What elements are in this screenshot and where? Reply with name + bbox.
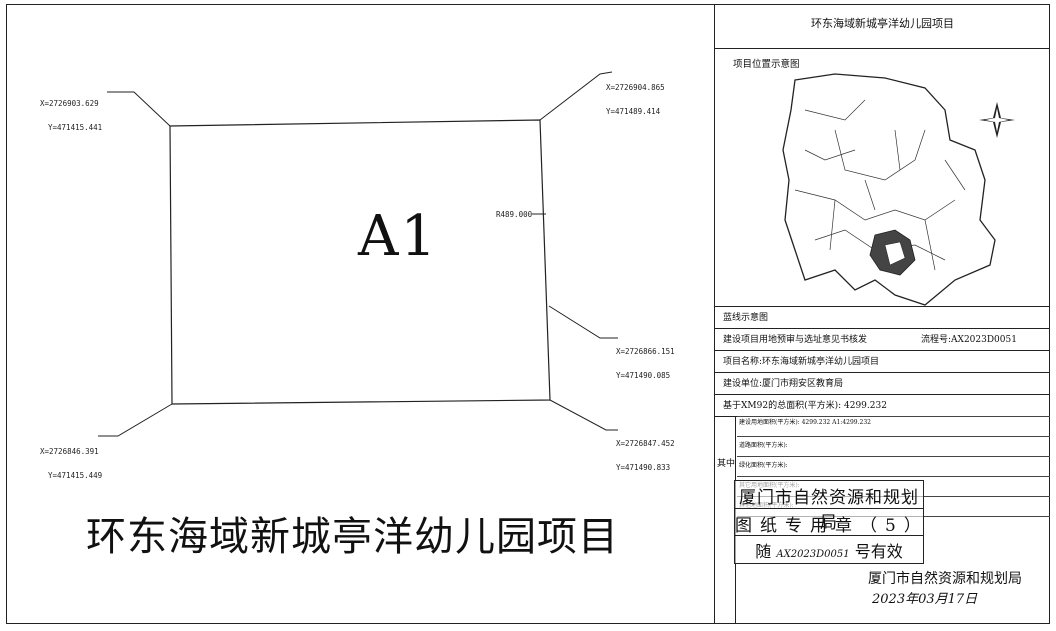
project-name-row: 项目名称:环东海域新城亭洋幼儿园项目 — [715, 350, 1050, 372]
official-stamp: 厦门市自然资源和规划局 图纸专用章（5） 随 AX2023D0051 号有效 — [734, 480, 924, 564]
sub-row-construction: 建设用地面积(平方米): 4299.232 A1:4299.232 — [737, 416, 1050, 436]
permit-row: 建设项目用地预审与选址意见书核发 流程号:AX2023D0051 — [715, 328, 1050, 350]
sub-row-road: 道路面积(平方米): — [737, 436, 1050, 456]
drawing-sheet — [6, 4, 1050, 624]
leader-line — [98, 403, 173, 437]
north-arrow-icon — [979, 102, 1015, 138]
coord-se: X=2726847.452 Y=471490.833 — [616, 439, 675, 472]
panel-title: 环东海域新城亭洋幼儿园项目 — [715, 4, 1050, 49]
project-title: 环东海域新城亭洋幼儿园项目 — [86, 514, 619, 560]
coord-sw: X=2726846.391 Y=471415.449 — [40, 447, 103, 480]
sub-row-green: 绿化面积(平方米): — [737, 456, 1050, 476]
area-row: 基于XM92的总面积(平方米): 4299.232 — [715, 394, 1050, 416]
issuing-authority: 厦门市自然资源和规划局 — [868, 571, 1022, 587]
site-plan: X=2726903.629 Y=471415.441 X=2726904.865… — [6, 4, 714, 624]
location-map — [782, 73, 996, 306]
leader-line — [107, 91, 171, 127]
issue-date: 2023年03月17日 — [872, 592, 978, 607]
permit-type: 建设项目用地预审与选址意见书核发 — [723, 335, 868, 345]
stamp-authority: 厦门市自然资源和规划局 — [739, 488, 919, 533]
qizhong-cell: 其中 — [715, 416, 736, 624]
leader-line — [548, 305, 618, 339]
unit-row: 建设单位:厦门市翔安区教育局 — [715, 372, 1050, 394]
map-outline — [782, 73, 996, 306]
stamp-type: 图纸专用章（5） — [735, 516, 929, 536]
redline-row: 蓝线示意图 — [715, 306, 1050, 328]
radius-label: R489.000 — [496, 210, 533, 219]
lot-label: A1 — [358, 204, 439, 269]
stamp-handwritten-number: AX2023D0051 — [776, 549, 850, 560]
coord-e: X=2726866.151 Y=471490.085 — [616, 347, 675, 380]
leader-line — [539, 71, 613, 121]
leader-line — [549, 399, 618, 431]
flow-number: 流程号:AX2023D0051 — [921, 335, 1017, 345]
location-label: 项目位置示意图 — [733, 59, 800, 70]
boundary-drawing — [98, 71, 618, 437]
stamp-validity: 随 AX2023D0051 号有效 — [755, 542, 903, 561]
coord-nw: X=2726903.629 Y=471415.441 — [40, 99, 103, 132]
coord-ne: X=2726904.865 Y=471489.414 — [606, 83, 665, 116]
